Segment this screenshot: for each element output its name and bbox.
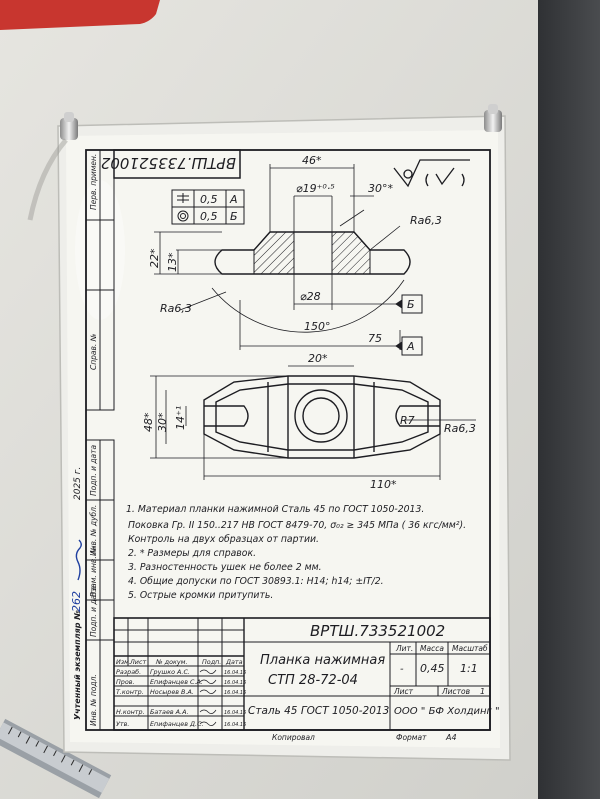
tb-lit-header: Лит.	[395, 644, 413, 653]
tb-col-doc: № докум.	[155, 658, 188, 666]
note-2: Поковка Гр. II 150..217 НВ ГОСТ 8479-70,…	[128, 520, 466, 531]
datum-a: А	[406, 340, 415, 353]
dim-14: 14⁺¹	[174, 406, 187, 430]
signature-scribbles	[199, 669, 217, 726]
tol-row1-value: 0,5	[200, 193, 218, 206]
dim-d19: ⌀19⁺⁰·⁵	[296, 182, 335, 195]
tol-row2-value: 0,5	[200, 210, 218, 223]
side-strip	[85, 149, 115, 731]
front-dimension-lines	[150, 365, 476, 480]
handwritten-date: 2025 г.	[73, 467, 83, 500]
note-6: 4. Общие допуски по ГОСТ 30893.1: H14; h…	[128, 576, 384, 587]
dark-side-panel	[538, 0, 600, 799]
side-label-orig-inv: Инв. № подл.	[89, 674, 98, 726]
tb-col-date: Дата	[225, 658, 243, 666]
handwritten-signature	[75, 539, 82, 581]
tb-copied: Копировал	[272, 733, 315, 742]
side-label-sign-date-2: Подп. и дата	[89, 586, 98, 637]
dim-13: 13*	[166, 252, 179, 272]
paper-sheet	[66, 130, 500, 748]
tb-scale-header: Масштаб	[452, 644, 488, 653]
tb-name-6: Епифанцев Д.С.	[150, 720, 204, 728]
dim-22: 22*	[148, 248, 161, 268]
tb-date-1: 16.04.15	[224, 670, 246, 676]
tb-sheet-label: Лист	[393, 687, 414, 696]
tolerance-symbols	[177, 193, 189, 222]
tb-format-value: А4	[445, 733, 457, 742]
tb-role-1: Разраб.	[116, 668, 141, 676]
roughness-general-symbol	[393, 159, 470, 188]
dim-30deg: 30°*	[368, 182, 393, 195]
technical-notes: 1. Материал планки нажимной Сталь 45 по …	[126, 504, 466, 601]
tb-company: ООО " БФ Холдинг "	[394, 706, 500, 717]
ra-right-label: Ra6,3	[444, 422, 476, 435]
tb-role-6: Утв.	[116, 720, 129, 728]
handwritten-copy-number: 262	[70, 591, 83, 612]
tb-mass-value: 0,45	[420, 662, 445, 675]
tb-date-5: 16.04.15	[224, 710, 246, 716]
tb-sheets-label: Листов	[441, 687, 470, 696]
tolerance-frames	[171, 189, 245, 225]
bolt-left	[27, 112, 78, 221]
tb-mass-header: Масса	[420, 644, 444, 653]
tb-material: Сталь 45 ГОСТ 1050-2013	[248, 705, 389, 717]
top-number-box: ВРТШ.733521002	[101, 149, 241, 179]
side-label-dup-inv: Инв. № дубл.	[89, 505, 98, 556]
ra-top-label: Ra6,3	[410, 214, 442, 227]
tol-row2-base: Б	[230, 210, 238, 223]
note-1: 1. Материал планки нажимной Сталь 45 по …	[126, 504, 424, 515]
side-label-first-use: Перв. примен.	[89, 154, 98, 210]
tb-col-izm: Изм.	[116, 658, 131, 666]
dim-150deg: 150°	[304, 320, 331, 333]
dim-48: 48*	[142, 412, 155, 432]
side-label-ref-no: Справ. №	[89, 333, 98, 370]
tb-date-6: 16.04.15	[224, 722, 246, 728]
section-hatch	[253, 231, 371, 275]
tb-name-5: Батаев А.А.	[150, 708, 188, 716]
tb-sheets-value: 1	[480, 687, 485, 696]
side-label-copy-no: Учтенный экземпляр №	[73, 610, 82, 720]
note-7: 5. Острые кромки притупить.	[128, 590, 273, 601]
datum-b: Б	[407, 298, 415, 311]
tol-row1-base: А	[229, 193, 238, 206]
note-3: Контроль на двух образцах от партии.	[128, 534, 319, 545]
tb-format-label: Формат	[396, 733, 427, 742]
side-label-sign-date-1: Подп. и дата	[89, 445, 98, 496]
tb-date-3: 16.04.15	[224, 690, 246, 696]
datum-boxes	[395, 294, 423, 356]
ruler	[0, 718, 112, 799]
tb-name-3: Носырев В.А.	[150, 688, 194, 696]
red-tab	[0, 0, 160, 30]
dim-30: 30*	[156, 412, 169, 432]
note-4: 2. * Размеры для справок.	[128, 548, 256, 559]
tb-name-1: Грушко А.С.	[150, 668, 190, 676]
tb-role-5: Н.контр.	[116, 708, 145, 716]
tb-col-list: Лист	[129, 658, 146, 666]
bolt-right	[484, 104, 502, 132]
note-5: 3. Разностенность ушек не более 2 мм.	[128, 562, 322, 573]
tb-date-2: 16.04.15	[224, 680, 246, 686]
drawing-number-rotated: ВРТШ.733521002	[101, 154, 236, 172]
title-block	[113, 617, 491, 731]
dim-d28: ⌀28	[300, 290, 321, 303]
dim-20: 20*	[308, 352, 328, 365]
tb-lit-value: -	[400, 664, 404, 675]
tb-col-sign: Подп.	[202, 658, 221, 666]
tb-role-3: Т.контр.	[116, 688, 144, 696]
tb-name-2: Епифанцев С.А.	[150, 678, 203, 686]
side-label-repl-inv: Взам. инв. №	[89, 546, 98, 597]
tb-name-line2: СТП 28-72-04	[268, 673, 358, 688]
dim-75: 75	[368, 332, 382, 345]
dimension-lines-top	[154, 164, 405, 350]
tb-role-2: Пров.	[116, 678, 135, 686]
dim-r7: R7	[400, 414, 415, 427]
dim-110: 110*	[370, 478, 397, 491]
section-view	[214, 231, 411, 275]
dim-46: 46*	[302, 154, 322, 167]
tb-name-line1: Планка нажимная	[260, 653, 385, 668]
tb-scale-value: 1:1	[460, 662, 478, 675]
tb-doc-number: ВРТШ.733521002	[310, 622, 445, 640]
ra-left-label: Ra6,3	[160, 302, 192, 315]
